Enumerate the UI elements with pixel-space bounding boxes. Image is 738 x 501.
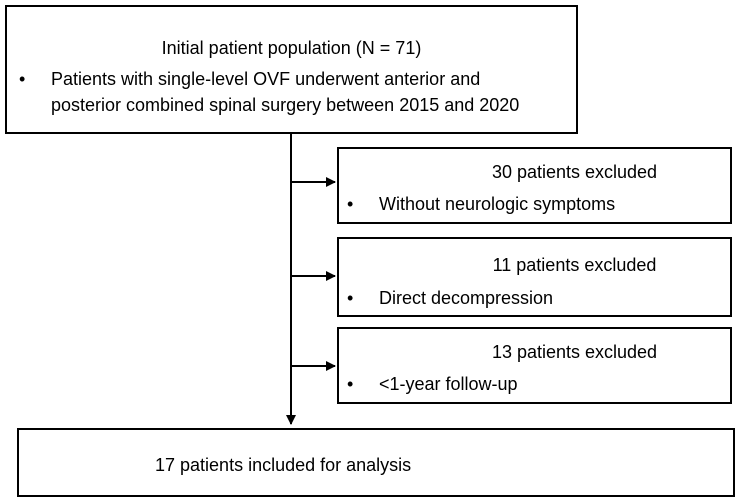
included-patients-box: 17 patients included for analysis [17,428,735,497]
initial-population-criteria-line2: posterior combined spinal surgery betwee… [51,95,520,115]
exclusion-box-2: 11 patients excluded • Direct decompress… [337,237,732,317]
included-patients-title: 17 patients included for analysis [155,455,412,475]
bullet-point: • [347,194,354,214]
initial-population-criteria-line1: Patients with single-level OVF underwent… [51,69,481,89]
exclusion-reason-3: <1-year follow-up [379,374,518,394]
initial-population-bullet: • Patients with single-level OVF underwe… [19,66,519,118]
bullet-point: • [19,69,26,89]
initial-population-title: Initial patient population (N = 71) [161,38,422,58]
exclusion-title-1: 30 patients excluded [491,162,658,182]
exclusion-reason-row-1: • Without neurologic symptoms [347,191,615,217]
exclusion-reason-1: Without neurologic symptoms [379,194,616,214]
exclusion-reason-2: Direct decompression [379,288,554,308]
exclusion-title-2: 11 patients excluded [492,255,657,275]
exclusion-box-3: 13 patients excluded • <1-year follow-up [337,327,732,404]
exclusion-reason-row-3: • <1-year follow-up [347,371,518,397]
initial-population-box: Initial patient population (N = 71) • Pa… [5,5,578,134]
exclusion-box-1: 30 patients excluded • Without neurologi… [337,147,732,224]
exclusion-title-3: 13 patients excluded [491,342,658,362]
exclusion-reason-row-2: • Direct decompression [347,285,553,311]
bullet-point: • [347,288,354,308]
bullet-point: • [347,374,354,394]
